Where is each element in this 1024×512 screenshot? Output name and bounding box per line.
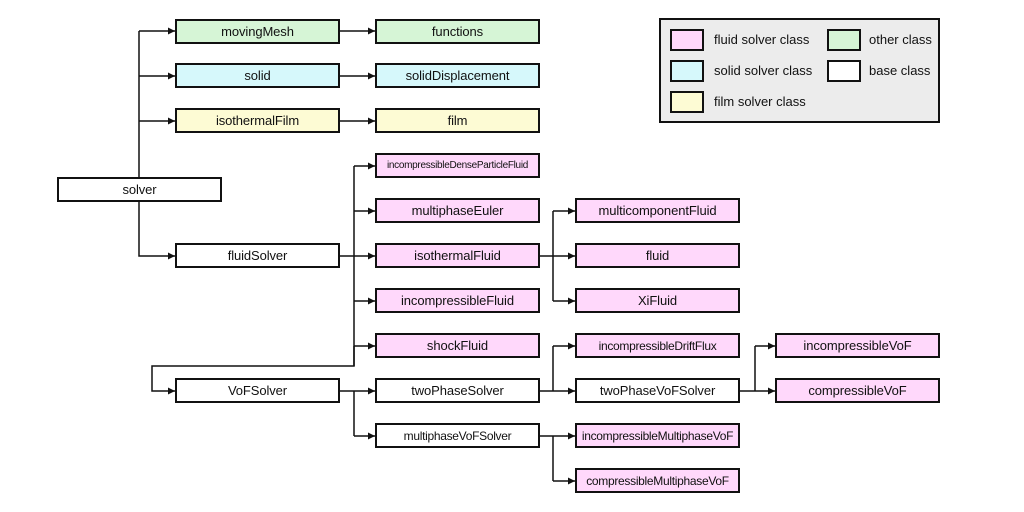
node-isothermalFluid: isothermalFluid: [375, 243, 540, 268]
legend-label-solid: solid solver class: [714, 63, 813, 78]
legend-swatch-solid: [670, 60, 704, 82]
legend-label-base: base class: [869, 63, 931, 78]
node-shockFluid: shockFluid: [375, 333, 540, 358]
node-solid: solid: [175, 63, 340, 88]
node-movingMesh: movingMesh: [175, 19, 340, 44]
node-fluid: fluid: [575, 243, 740, 268]
node-film: film: [375, 108, 540, 133]
node-twoPhaseVoFSolver: twoPhaseVoFSolver: [575, 378, 740, 403]
node-VoFSolver: VoFSolver: [175, 378, 340, 403]
legend-label-film: film solver class: [714, 94, 806, 109]
node-solidDisplacement: solidDisplacement: [375, 63, 540, 88]
node-twoPhaseSolver: twoPhaseSolver: [375, 378, 540, 403]
node-multiphaseVoFSolver: multiphaseVoFSolver: [375, 423, 540, 448]
node-incompressibleFluid: incompressibleFluid: [375, 288, 540, 313]
legend: fluid solver class other class solid sol…: [659, 18, 940, 123]
legend-swatch-base: [827, 60, 861, 82]
legend-label-fluid: fluid solver class: [714, 32, 810, 47]
node-compressibleMultiphaseVoF: compressibleMultiphaseVoF: [575, 468, 740, 493]
node-compressibleVoF: compressibleVoF: [775, 378, 940, 403]
node-XiFluid: XiFluid: [575, 288, 740, 313]
node-solver: solver: [57, 177, 222, 202]
node-multiphaseEuler: multiphaseEuler: [375, 198, 540, 223]
node-incompressibleDriftFlux: incompressibleDriftFlux: [575, 333, 740, 358]
legend-label-other: other class: [869, 32, 932, 47]
legend-swatch-film: [670, 91, 704, 113]
node-isothermalFilm: isothermalFilm: [175, 108, 340, 133]
node-functions: functions: [375, 19, 540, 44]
node-incompressibleVoF: incompressibleVoF: [775, 333, 940, 358]
connector-solver-fluidSolver: [138, 202, 175, 260]
node-multicomponentFluid: multicomponentFluid: [575, 198, 740, 223]
connector-fluidSolver-VoFSolver: [151, 346, 355, 395]
node-incompressibleDenseParticleFluid: incompressibleDenseParticleFluid: [375, 153, 540, 178]
node-incompressibleMultiphaseVoF: incompressibleMultiphaseVoF: [575, 423, 740, 448]
legend-swatch-other: [827, 29, 861, 51]
legend-swatch-fluid: [670, 29, 704, 51]
node-fluidSolver: fluidSolver: [175, 243, 340, 268]
